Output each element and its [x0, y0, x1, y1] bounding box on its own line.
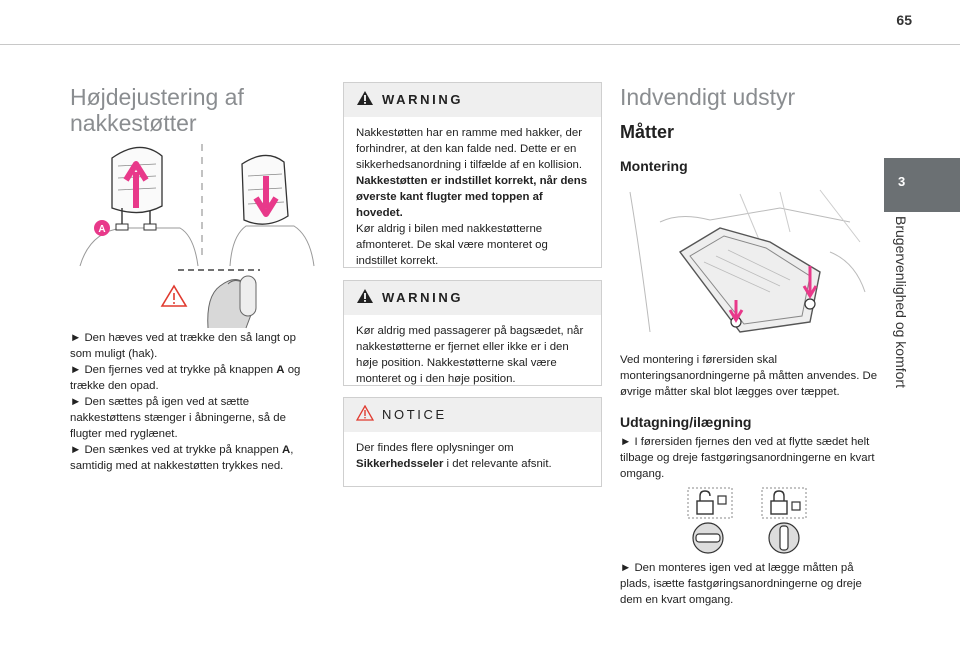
warning-title: WARNING	[382, 92, 464, 107]
bullet-1: ► Den hæves ved at trække den så langt o…	[70, 332, 296, 360]
bullet-2: ► Den fjernes ved at trykke på knappen A…	[70, 364, 301, 392]
fastener-illustration	[687, 487, 807, 554]
warning-text-2: Kør aldrig i bilen med nakkestøtterne af…	[356, 223, 548, 267]
bullet-3: ► Den sættes på igen ved at sætte nakkes…	[70, 396, 286, 440]
removal-paragraph: ► I førersiden fjernes den ved at flytte…	[620, 436, 875, 480]
bullet-4: ► Den sænkes ved at trykke på knappen A,…	[70, 444, 294, 472]
chapter-label: Brugervenlighed og komfort	[893, 216, 909, 388]
mounting-paragraph: Ved montering i førersiden skal monterin…	[620, 354, 878, 398]
headrest-illustration: A	[79, 144, 315, 329]
subsection-title: Måtter	[620, 122, 675, 142]
warning-box-2: WARNING Kør aldrig med passagerer på bag…	[343, 280, 602, 386]
section-title: Højdejustering af nakkestøtter	[70, 84, 244, 136]
warning-title: WARNING	[382, 290, 464, 305]
floor-mat-illustration	[629, 189, 866, 333]
warning-icon	[357, 289, 373, 303]
warning-text: Nakkestøtten har en ramme med hakker, de…	[356, 127, 583, 171]
page-number: 65	[896, 12, 912, 28]
figure-label-a: A	[98, 224, 105, 235]
notice-icon	[356, 405, 374, 421]
warning-box-1: WARNING Nakkestøtten har en ramme med ha…	[343, 82, 602, 268]
notice-title: NOTICE	[382, 407, 447, 422]
chapter-tab[interactable]: 3	[884, 158, 960, 212]
heading-montering: Montering	[620, 158, 688, 174]
chapter-number: 3	[898, 174, 906, 189]
right-section-title: Indvendigt udstyr	[620, 84, 796, 110]
heading-removal: Udtagning/ilægning	[620, 414, 752, 430]
warning-text: Kør aldrig med passagerer på bagsædet, n…	[356, 325, 584, 385]
header-rule	[0, 44, 960, 45]
warning-bold-text: Nakkestøtten er indstillet korrekt, når …	[356, 175, 588, 219]
warning-icon	[357, 91, 373, 105]
instruction-list: ► Den hæves ved at trække den så langt o…	[70, 330, 320, 474]
notice-box: NOTICE Der findes flere oplysninger om S…	[343, 397, 602, 487]
refit-paragraph: ► Den monteres igen ved at lægge måtten …	[620, 562, 862, 606]
